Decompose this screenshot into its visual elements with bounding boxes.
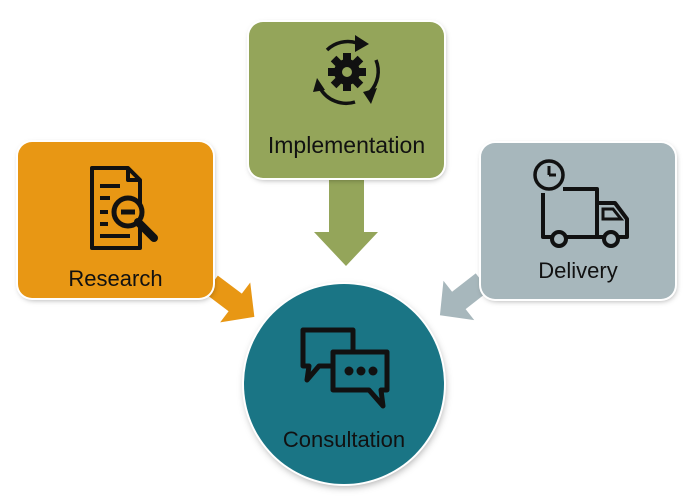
delivery-truck-clock-icon: [533, 159, 629, 248]
delivery-label: Delivery: [538, 258, 618, 283]
implementation-node: Implementation: [249, 22, 444, 178]
arrow-implementation-to-consultation: [314, 178, 378, 266]
consultation-node: Consultation: [244, 284, 444, 484]
consultation-label: Consultation: [282, 427, 406, 452]
arrow-delivery-to-consultation: [439, 273, 490, 321]
chat-bubbles-icon: [300, 327, 390, 409]
document-search-icon: [90, 166, 158, 250]
arrow-research-to-consultation: [204, 275, 255, 323]
delivery-node: Delivery: [481, 143, 675, 299]
implementation-label: Implementation: [267, 132, 426, 158]
gear-cycle-icon: [313, 35, 380, 106]
research-label: Research: [68, 266, 163, 291]
research-node: Research: [18, 142, 213, 298]
